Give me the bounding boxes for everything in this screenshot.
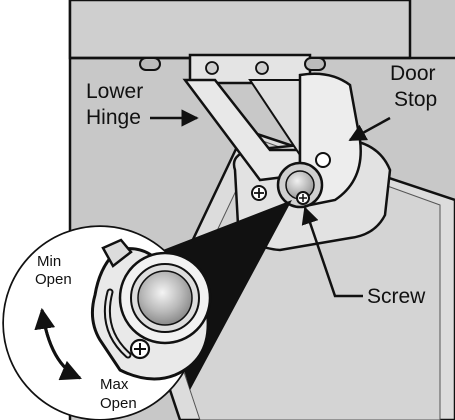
min-open-label-line2: Open <box>35 271 72 288</box>
max-open-label-line1: Max <box>100 376 129 393</box>
callout-lines <box>150 109 391 298</box>
lower-hinge <box>139 53 332 182</box>
min-max-arrow <box>34 307 82 381</box>
lower-hinge-label-line1: Lower <box>86 80 143 103</box>
inset-screw-icon <box>129 338 151 360</box>
max-open-label-line2: Open <box>100 395 137 412</box>
top-panel <box>68 0 412 60</box>
stop-block <box>101 238 133 268</box>
plate-screw-icon <box>251 185 267 201</box>
stop-dial <box>276 161 324 209</box>
adjustment-screw-icon <box>296 191 310 205</box>
door-stop-label-line1: Door <box>390 62 436 85</box>
screw-label: Screw <box>367 285 426 308</box>
min-open-label-line1: Min <box>37 253 61 270</box>
adjuster-knob <box>118 251 212 345</box>
lower-hinge-label-line2: Hinge <box>86 106 141 129</box>
door-stop-label-line2: Stop <box>394 88 437 111</box>
